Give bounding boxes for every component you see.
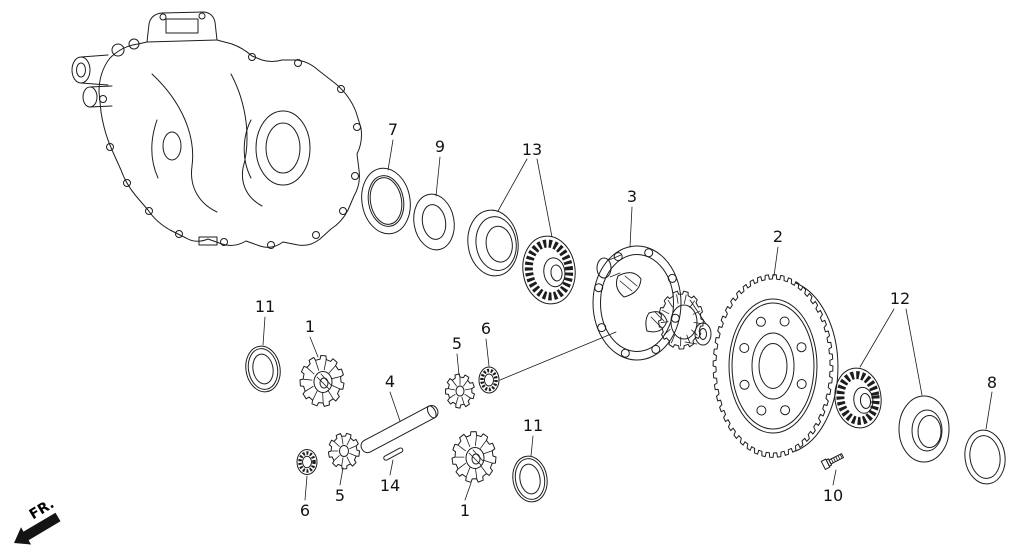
callout-1-left: 1 [305, 317, 315, 336]
callout-1-bottom: 1 [460, 501, 470, 520]
bolt-10 [820, 453, 844, 470]
oring-7 [361, 167, 411, 235]
callout-5-mid: 5 [452, 334, 462, 353]
callout-6-mid: 6 [481, 319, 491, 338]
snap-ring-8 [964, 429, 1006, 485]
callout-7: 7 [388, 120, 398, 139]
ring-gear-2 [712, 274, 839, 458]
pinion-gear-5-mid [445, 373, 475, 409]
side-gear-1-left [299, 355, 345, 407]
side-gear-1-bottom [451, 431, 497, 483]
callout-11-bottom: 11 [523, 416, 543, 435]
callout-labels: 7 9 13 3 2 12 8 11 1 4 5 6 6 5 14 1 11 1… [255, 120, 997, 520]
callout-13: 13 [522, 140, 542, 159]
callout-6-bottom: 6 [300, 501, 310, 520]
callout-10: 10 [823, 486, 843, 505]
thrust-washer-6-bottom [296, 449, 318, 475]
callout-3: 3 [627, 187, 637, 206]
thrust-washer-6-mid [478, 366, 500, 394]
pinion-shaft-4 [360, 404, 439, 454]
bearing-race-13 [467, 209, 519, 277]
callout-5-bottom: 5 [335, 486, 345, 505]
callout-8: 8 [987, 373, 997, 392]
spacer-collar-12 [898, 395, 950, 463]
taper-bearing-12 [834, 367, 882, 429]
callout-12: 12 [890, 289, 910, 308]
thrust-washer-11-bottom [512, 455, 548, 503]
transmission-housing [71, 11, 362, 249]
taper-bearing-13 [522, 235, 576, 305]
fr-direction-marker: FR. [14, 496, 61, 545]
callout-14: 14 [380, 476, 400, 495]
callout-leader-lines [262, 139, 993, 501]
callout-2: 2 [773, 227, 783, 246]
pinion-gear-5-bottom [327, 432, 361, 470]
differential-case-3 [592, 245, 712, 361]
fr-arrow-icon [14, 512, 61, 545]
lock-pin-14 [383, 447, 404, 461]
callout-11-left: 11 [255, 297, 275, 316]
callout-4: 4 [385, 372, 395, 391]
callout-9: 9 [435, 137, 445, 156]
washer-9 [413, 193, 455, 251]
thrust-washer-11-left [245, 345, 281, 393]
